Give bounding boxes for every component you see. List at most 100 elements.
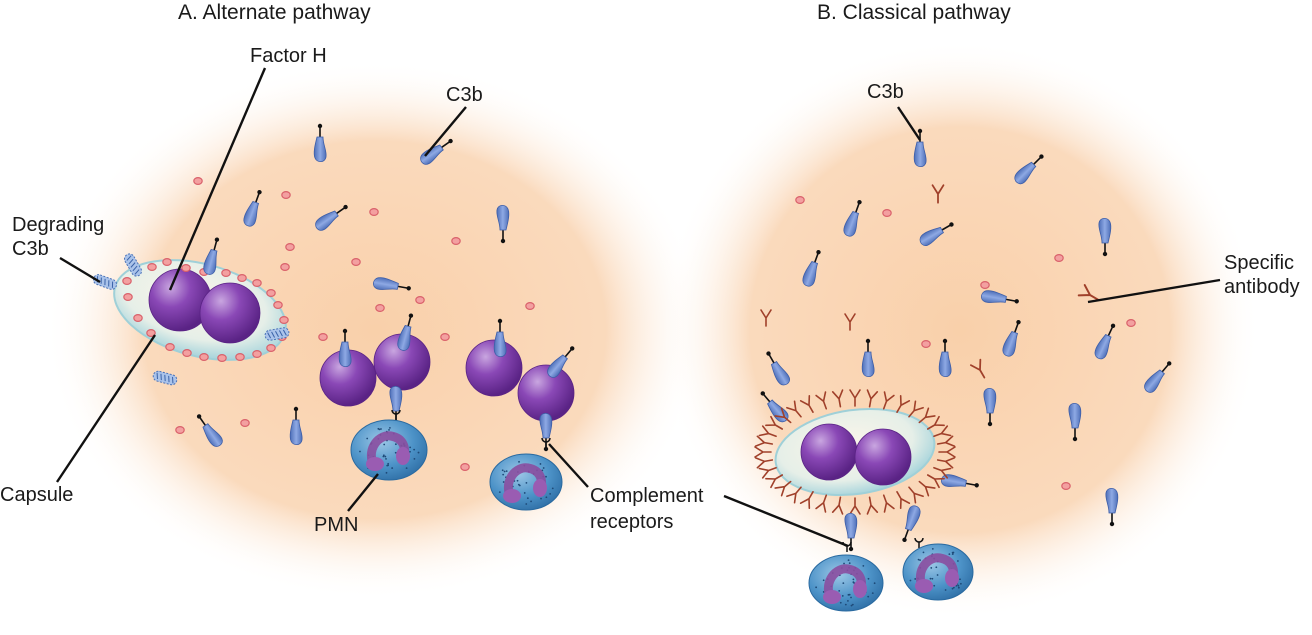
c3b-knob <box>498 319 502 323</box>
pmn-granule <box>540 463 542 465</box>
pmn-nucleus-lobe <box>945 569 959 587</box>
pmn-granule <box>540 498 542 500</box>
pmn-granule <box>847 600 849 602</box>
pmn-granule <box>945 589 947 591</box>
pmn-granule <box>499 491 501 493</box>
pmn-granule <box>840 602 842 604</box>
pmn-granule <box>552 487 554 489</box>
pmn-neutrophil <box>490 454 562 510</box>
pmn-granule <box>867 596 869 598</box>
pmn-granule <box>852 604 854 606</box>
pmn-granule <box>385 458 387 460</box>
pmn-granule <box>524 492 526 494</box>
pmn-granule <box>384 456 386 458</box>
factor-h-molecule <box>218 355 226 362</box>
pmn-cell-body <box>809 555 883 611</box>
pmn-granule <box>502 469 504 471</box>
pmn-granule <box>838 590 840 592</box>
panel-b-title: B. Classical pathway <box>817 1 1011 24</box>
pmn-granule <box>359 451 361 453</box>
label-degrading-c3b-line2: C3b <box>12 238 49 261</box>
bacterium-coccus <box>801 424 857 480</box>
label-complement-receptors-line2: receptors <box>590 511 673 534</box>
pmn-nucleus-lobe <box>823 590 841 604</box>
factor-h-molecule <box>267 290 275 297</box>
factor-h-molecule <box>183 350 191 357</box>
label-degrading-c3b-line1: Degrading <box>12 214 104 237</box>
pmn-granule <box>919 559 921 561</box>
pmn-granule <box>389 427 391 429</box>
pmn-granule <box>504 471 506 473</box>
pmn-granule <box>872 592 874 594</box>
pmn-granule <box>957 560 959 562</box>
c3b-knob <box>1073 437 1077 441</box>
factor-h-molecule <box>148 264 156 271</box>
pmn-granule <box>948 553 950 555</box>
factor-h-molecule <box>163 259 171 266</box>
pmn-granule <box>845 604 847 606</box>
pmn-granule <box>379 428 381 430</box>
label-factor-h: Factor H <box>250 45 327 68</box>
factor-h-molecule <box>274 302 282 309</box>
pmn-nucleus-lobe <box>915 579 933 593</box>
c3b-knob <box>1103 252 1107 256</box>
label-c3b-a: C3b <box>446 84 483 107</box>
pmn-granule <box>953 552 955 554</box>
bacterium-coccus <box>518 365 574 421</box>
pmn-cell-body <box>903 544 973 600</box>
pmn-granule <box>530 501 532 503</box>
label-specific-antibody-line1: Specific <box>1224 252 1294 275</box>
c3b-knob <box>943 339 947 343</box>
pmn-granule <box>545 476 547 478</box>
pmn-granule <box>543 467 545 469</box>
label-specific-antibody-line2: antibody <box>1224 276 1300 299</box>
factor-h-molecule <box>238 275 246 282</box>
factor-h-molecule <box>253 280 261 287</box>
pmn-granule <box>862 565 864 567</box>
pmn-nucleus-lobe <box>396 447 410 465</box>
factor-h-molecule <box>267 345 275 352</box>
plasma-region-b <box>660 40 1260 620</box>
pmn-granule <box>414 458 416 460</box>
label-complement-receptors-line1: Complement <box>590 485 703 508</box>
factor-h-molecule <box>796 197 804 204</box>
factor-h-molecule <box>194 178 202 185</box>
pmn-granule <box>952 553 954 555</box>
pmn-granule <box>958 587 960 589</box>
factor-h-molecule <box>166 344 174 351</box>
bacterium-coccus <box>200 283 260 343</box>
factor-h-molecule <box>416 297 424 304</box>
factor-h-molecule <box>1127 320 1135 327</box>
pmn-granule <box>502 474 504 476</box>
pmn-granule <box>868 578 870 580</box>
factor-h-molecule <box>282 192 290 199</box>
pmn-granule <box>931 578 933 580</box>
factor-h-molecule <box>441 334 449 341</box>
pmn-granule <box>850 597 852 599</box>
pmn-cell-body <box>351 420 427 480</box>
c3b-knob <box>849 547 853 551</box>
pmn-granule <box>525 503 527 505</box>
pmn-granule <box>923 551 925 553</box>
pmn-granule <box>960 583 962 585</box>
pmn-granule <box>842 595 844 597</box>
pmn-granule <box>517 480 519 482</box>
pmn-neutrophil <box>809 555 883 611</box>
pmn-granule <box>386 465 388 467</box>
factor-h-molecule <box>319 334 327 341</box>
pmn-granule <box>418 452 420 454</box>
factor-h-molecule <box>286 244 294 251</box>
factor-h-molecule <box>281 264 289 271</box>
bacterium-coccus <box>855 429 911 485</box>
pmn-granule <box>815 586 817 588</box>
pmn-neutrophil <box>903 544 973 600</box>
pmn-granule <box>957 585 959 587</box>
factor-h-molecule <box>253 351 261 358</box>
c3b-knob <box>866 339 870 343</box>
pmn-granule <box>823 579 825 581</box>
pmn-granule <box>518 461 520 463</box>
panel-a-title: A. Alternate pathway <box>178 1 371 24</box>
pmn-granule <box>526 482 528 484</box>
factor-h-molecule <box>200 354 208 361</box>
factor-h-molecule <box>176 427 184 434</box>
